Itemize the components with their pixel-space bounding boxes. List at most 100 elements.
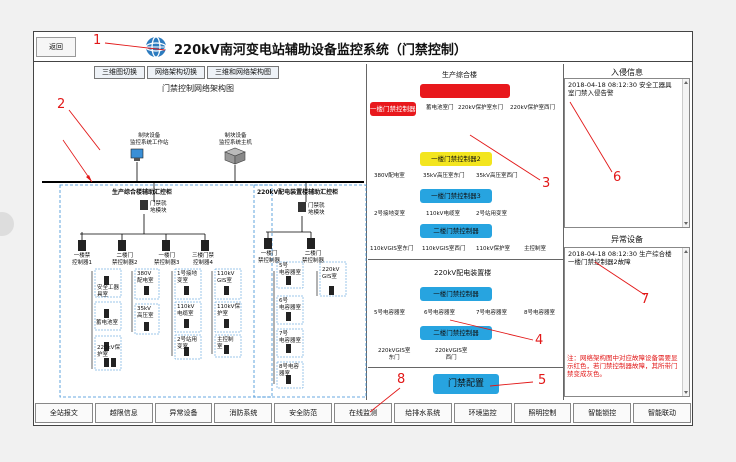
nav-online-monitoring[interactable]: 在线监测 bbox=[334, 403, 392, 423]
nav-smart-linkage[interactable]: 智能联动 bbox=[633, 403, 691, 423]
controller-3-button[interactable]: 一楼门禁控制器3 bbox=[420, 189, 492, 203]
controller-icon-6[interactable] bbox=[307, 238, 315, 249]
controller-4-button[interactable]: 二楼门禁控制器 bbox=[420, 224, 492, 238]
nav-station-messages[interactable]: 全站报文 bbox=[35, 403, 93, 423]
label-line: 5号 bbox=[279, 263, 288, 269]
entry-info-scrollbar[interactable] bbox=[682, 79, 689, 227]
b2-row1-door-4[interactable]: 8号电容器室 bbox=[524, 310, 555, 316]
scroll-down-icon[interactable] bbox=[684, 222, 688, 225]
nav-security[interactable]: 安全防范 bbox=[274, 403, 333, 423]
b1-row1-door-1[interactable]: 蓄电池室门 bbox=[426, 105, 454, 111]
controller-label-4[interactable]: 三楼门禁控制器4 bbox=[192, 253, 214, 267]
controller-label-5[interactable]: 一楼门禁控制器 bbox=[258, 251, 280, 265]
tab-3d-and-network[interactable]: 三维和网络架构图 bbox=[207, 66, 279, 79]
controller-1-alt-button[interactable] bbox=[420, 84, 510, 98]
page-nav-back-icon[interactable] bbox=[0, 212, 14, 236]
controller-icon-4[interactable] bbox=[201, 240, 209, 251]
back-button[interactable]: 返回 bbox=[36, 37, 76, 57]
fault-info-scrollbar[interactable] bbox=[682, 248, 689, 396]
callout-2: 2 bbox=[57, 97, 66, 112]
b2-row2-door-1[interactable]: 220kVGIS室东门 bbox=[378, 348, 410, 362]
controller-icon-2[interactable] bbox=[118, 240, 126, 251]
scroll-down-icon[interactable] bbox=[684, 391, 688, 394]
nav-limit-info[interactable]: 越限信息 bbox=[94, 403, 153, 423]
door-label[interactable]: 2号站用变室 bbox=[177, 337, 197, 351]
server-host-icon[interactable] bbox=[224, 147, 246, 165]
door-label[interactable]: 6号电容器室 bbox=[279, 298, 301, 312]
nav-smart-lock[interactable]: 智能锁控 bbox=[573, 403, 632, 423]
b1-row3-door-2[interactable]: 110kV电缆室 bbox=[426, 211, 460, 217]
entry-info-title: 入侵信息 bbox=[611, 68, 643, 77]
building1-title: 生产综合楼 bbox=[442, 71, 477, 79]
b2-controller-2-button[interactable]: 二楼门禁控制器 bbox=[420, 326, 492, 340]
controller-icon-5[interactable] bbox=[264, 238, 272, 249]
b1-row4-door-3[interactable]: 110kV保护室 bbox=[476, 246, 510, 252]
nav-water-system[interactable]: 给排水系统 bbox=[393, 403, 452, 423]
workstation-label-2: 制块设备 监控系统主机 bbox=[219, 133, 252, 147]
door-label[interactable]: 220kV保护室 bbox=[97, 345, 120, 359]
nav-environment[interactable]: 环境监控 bbox=[453, 403, 512, 423]
door-label[interactable]: 1号接地变室 bbox=[177, 271, 197, 285]
label-line: 变室 bbox=[177, 344, 189, 350]
b1-row3-door-1[interactable]: 2号接地变室 bbox=[374, 211, 405, 217]
controller-label-2[interactable]: 二楼门禁控制器2 bbox=[112, 253, 138, 267]
controller-icon-1[interactable] bbox=[78, 240, 86, 251]
workstation-label-line: 制块设备 bbox=[138, 133, 161, 139]
b1-row2-door-1[interactable]: 380V配电室 bbox=[374, 173, 405, 179]
b1-row4-door-4[interactable]: 主控制室 bbox=[524, 246, 547, 252]
controller-label-1[interactable]: 一楼禁控制器1 bbox=[72, 253, 92, 267]
scroll-up-icon[interactable] bbox=[684, 81, 688, 84]
b1-row3-door-3[interactable]: 2号站用变室 bbox=[476, 211, 507, 217]
b1-row1-door-3[interactable]: 220kV保护室西门 bbox=[510, 105, 555, 111]
nav-abnormal-devices[interactable]: 异常设备 bbox=[154, 403, 213, 423]
door-label[interactable]: 主控制室 bbox=[217, 337, 234, 351]
controller-icon-3[interactable] bbox=[162, 240, 170, 251]
door-label[interactable]: 110kV保护室 bbox=[217, 304, 240, 318]
hub-title-2: 220kV配电装置楼辅助汇控柜 bbox=[257, 189, 339, 196]
b2-row1-door-1[interactable]: 5号电容器室 bbox=[374, 310, 405, 316]
door-label[interactable]: 安全工器具室 bbox=[97, 285, 119, 299]
door-label[interactable]: 8号电容器室 bbox=[279, 364, 299, 378]
label-line: 电容器室 bbox=[279, 338, 302, 344]
label-line: 1号接地 bbox=[177, 271, 197, 277]
b1-row2-door-3[interactable]: 35kV高压室西门 bbox=[476, 173, 518, 179]
label-line: 220kVGIS室 bbox=[435, 348, 468, 354]
door-label[interactable]: 5号电容器室 bbox=[279, 263, 301, 277]
b2-row2-door-2[interactable]: 220kVGIS室西门 bbox=[435, 348, 467, 362]
b1-row2-door-2[interactable]: 35kV高压室东门 bbox=[423, 173, 465, 179]
entry-info-text: 2018-04-18 08:12:30 安全工器具室门禁入侵告警 bbox=[568, 81, 672, 97]
module-label-line: 门禁就 bbox=[308, 203, 325, 209]
label-line: 主控制 bbox=[217, 337, 234, 343]
tab-network[interactable]: 网络架构切换 bbox=[147, 66, 205, 79]
scroll-up-icon[interactable] bbox=[684, 250, 688, 253]
module-label-line: 地模块 bbox=[150, 208, 167, 214]
workstation-monitor-icon[interactable] bbox=[130, 148, 144, 161]
controller-label-3[interactable]: 一楼门禁控制器3 bbox=[154, 253, 180, 267]
b1-row1-door-2[interactable]: 220kV保护室东门 bbox=[458, 105, 503, 111]
access-config-button[interactable]: 门禁配置 bbox=[433, 374, 499, 394]
b1-row4-door-1[interactable]: 110kVGIS室东门 bbox=[370, 246, 414, 252]
controller-label-6[interactable]: 二楼门禁控制器 bbox=[302, 251, 324, 265]
door-label[interactable]: 蓄电池室 bbox=[96, 320, 119, 326]
label-line: 禁控制器 bbox=[302, 258, 325, 264]
access-module-icon-1[interactable] bbox=[140, 200, 148, 210]
nav-fire-system[interactable]: 消防系统 bbox=[214, 403, 273, 423]
access-module-icon-2[interactable] bbox=[298, 202, 306, 212]
workstation-label-1: 制块设备 监控系统工作站 bbox=[130, 133, 169, 147]
b2-controller-1-button[interactable]: 一楼门禁控制器 bbox=[420, 287, 492, 301]
b1-row4-door-2[interactable]: 110kVGIS室西门 bbox=[422, 246, 466, 252]
controller-1-button[interactable]: 一楼门禁控制器1 bbox=[370, 102, 420, 116]
entry-info-list[interactable]: 2018-04-18 08:12:30 安全工器具室门禁入侵告警 bbox=[564, 78, 690, 228]
b2-row1-door-3[interactable]: 7号电容器室 bbox=[476, 310, 507, 316]
nav-lighting[interactable]: 照明控制 bbox=[513, 403, 572, 423]
door-label[interactable]: 7号电容器室 bbox=[279, 331, 301, 345]
controller-2-button[interactable]: 一楼门禁控制器2 bbox=[420, 152, 492, 166]
b2-row1-door-2[interactable]: 6号电容器室 bbox=[424, 310, 455, 316]
tab-3d[interactable]: 三维图切换 bbox=[94, 66, 145, 79]
